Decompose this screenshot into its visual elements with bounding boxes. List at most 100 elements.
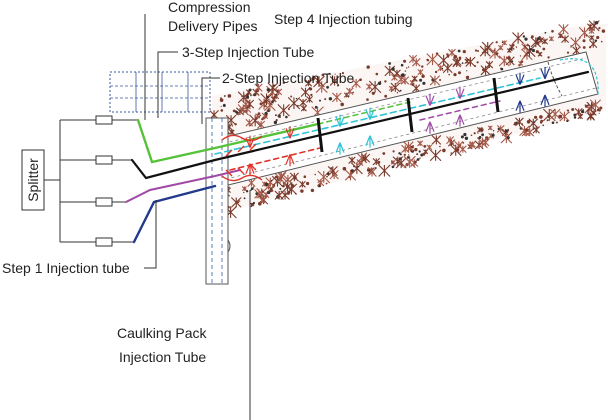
rock-grain [450, 152, 453, 154]
rock-grain [237, 201, 240, 204]
rock-grain [250, 189, 252, 191]
rock-grain [273, 120, 278, 125]
label-caulking-1: Caulking Pack [117, 325, 207, 341]
rock-grain [600, 40, 603, 43]
rock-grain [446, 55, 450, 58]
leader-step1 [144, 200, 157, 269]
rock-grain [414, 147, 418, 152]
rock-grain [275, 93, 278, 96]
spray-marks [245, 66, 550, 176]
rock-crack [515, 117, 524, 127]
label-step3: 3-Step Injection Tube [182, 44, 315, 60]
rock-grain [252, 186, 255, 188]
rock-grain [529, 48, 532, 51]
rock-grain [406, 156, 410, 159]
rock-grain [544, 31, 547, 34]
rock-grain [341, 72, 344, 75]
rock-grain [442, 148, 446, 153]
rock-grain [421, 74, 425, 78]
spray-mark [455, 114, 465, 127]
rock-crack [501, 40, 508, 46]
rock-grain [235, 111, 239, 114]
rock-crack [481, 41, 494, 54]
rock-grain [506, 136, 510, 140]
rock-grain [392, 150, 395, 153]
rock-grain [295, 97, 298, 100]
rock-grain [275, 114, 277, 117]
rock-grain [506, 129, 510, 132]
connector-1 [95, 115, 113, 125]
rock-grain [439, 79, 442, 81]
rock-grain [264, 111, 268, 115]
rock-crack [487, 125, 493, 131]
rock-crack [306, 96, 313, 103]
rock-crack [403, 141, 414, 152]
rock-grain [589, 46, 592, 49]
rock-grain [220, 97, 222, 100]
rock-crack [519, 125, 530, 137]
spray-mark [365, 107, 375, 120]
rock-grain [477, 132, 479, 134]
rock-grain [326, 175, 328, 178]
rock-crack [229, 129, 235, 135]
rock-grain [419, 157, 421, 159]
spray-mark [335, 142, 345, 155]
rock-crack [378, 164, 391, 177]
rock-crack [548, 36, 554, 42]
tube-red-dashed [229, 147, 321, 171]
rock-grain [334, 73, 336, 75]
rock-grain [462, 50, 466, 54]
splitter-block: Splitter [21, 115, 138, 247]
leader-lines [144, 14, 251, 420]
rock-grain [384, 80, 387, 83]
rock-grain [366, 65, 370, 69]
rock-grain [526, 120, 531, 124]
rock-crack [230, 197, 242, 208]
rock-crack [446, 136, 455, 145]
rock-grain [352, 91, 354, 94]
rock-crack [570, 37, 582, 48]
rock-grain [539, 121, 543, 124]
rock-crack [268, 186, 274, 192]
rock-grain [250, 187, 254, 191]
rock-grain [422, 81, 426, 85]
rock-grain [279, 187, 282, 190]
tube-purple [125, 169, 241, 203]
rock-crack [277, 104, 290, 117]
rock-grain [481, 133, 484, 137]
rock-grain [220, 105, 222, 108]
rock-grain [407, 66, 410, 68]
rock-grain [426, 59, 430, 62]
rock-grain [511, 43, 515, 47]
spray-mark [515, 100, 525, 113]
spray-mark [285, 126, 295, 139]
rock-crack [400, 76, 410, 85]
rock-grain [457, 49, 461, 53]
rock-crack [316, 179, 325, 187]
rock-crack [305, 79, 313, 87]
rock-grain [293, 175, 297, 180]
rock-grain [423, 145, 427, 148]
rock-crack [577, 113, 584, 120]
rock-crack [254, 83, 263, 92]
rock-grain [476, 61, 479, 64]
rock-crack [558, 23, 569, 35]
rock-grain [290, 184, 295, 188]
rock-crack [367, 167, 377, 177]
rock-grain [243, 197, 246, 200]
rock-grain [266, 88, 270, 92]
rock-grain [415, 80, 417, 82]
rock-grain [419, 78, 423, 82]
rock-grain [533, 121, 536, 123]
rock-crack [412, 57, 421, 67]
rock-grain [542, 124, 544, 127]
tube-green [136, 118, 320, 164]
rock-grain [525, 128, 529, 132]
rock-grain [439, 145, 441, 148]
rock-grain [599, 106, 603, 110]
rock-grain [465, 75, 470, 80]
rock-grain [246, 95, 250, 99]
rock-crack [557, 33, 564, 39]
rock-grain [219, 98, 224, 102]
rock-grain [547, 114, 551, 118]
